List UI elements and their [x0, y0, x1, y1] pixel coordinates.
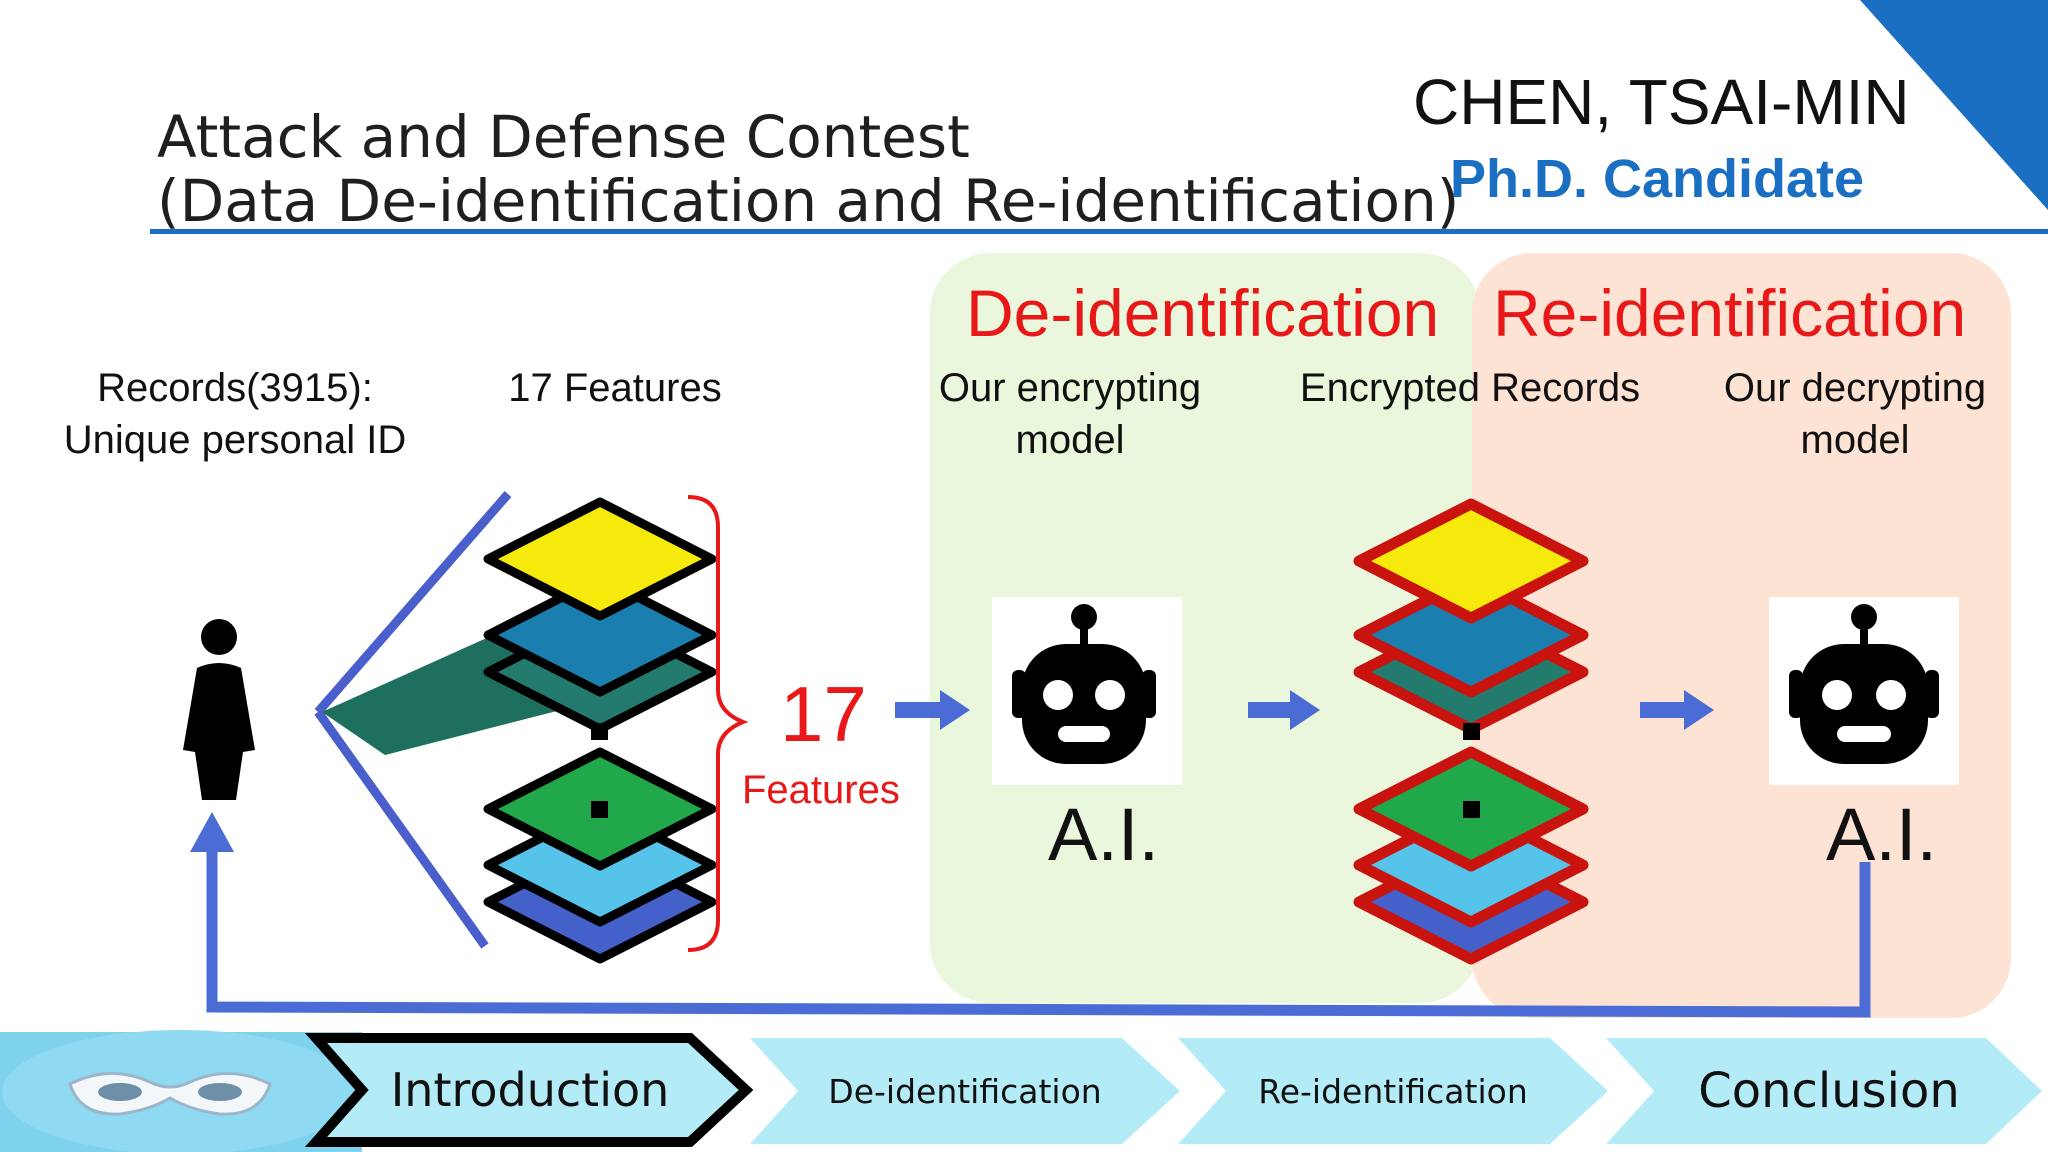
robot-icon [992, 597, 1182, 785]
ellipsis-dot [591, 801, 608, 818]
encrypted-layer-stack-icon [1353, 498, 1589, 735]
features-count-number: 17 [780, 670, 867, 758]
encrypting-model-label: Our encrypting model [900, 362, 1240, 466]
layer-stack-icon [483, 497, 717, 734]
nav-label-conclusion: Conclusion [1698, 1063, 1960, 1119]
person-icon [183, 619, 255, 800]
arrow-right-icon [1640, 690, 1714, 730]
features-count-word: Features [742, 768, 900, 812]
nav-item-reidentification[interactable]: Re-identification [1178, 1038, 1608, 1144]
decrypting-model-line2: model [1800, 418, 1910, 462]
layer-stack-icon [483, 747, 717, 964]
corner-decoration [1860, 0, 2048, 210]
nav-label-introduction: Introduction [390, 1063, 670, 1117]
reid-heading: Re-identification [1493, 276, 1967, 350]
title-underline [150, 229, 2048, 234]
ellipsis-dot [1463, 723, 1480, 740]
curly-brace [687, 495, 749, 952]
arrow-right-icon [1248, 690, 1320, 730]
nav-bar: Introduction De-identification Re-identi… [0, 1024, 2048, 1152]
encrypted-records-label: Encrypted Records [1299, 366, 1641, 410]
records-label: Records(3915): Unique personal ID [40, 362, 430, 466]
ellipsis-dot [1463, 801, 1480, 818]
nav-item-conclusion[interactable]: Conclusion [1606, 1038, 2042, 1144]
slide-title-line2: (Data De-identification and Re-identific… [157, 167, 1460, 235]
ai-encrypt-label: A.I. [1048, 793, 1160, 876]
encrypted-layer-stack-icon [1353, 746, 1589, 965]
robot-icon [1769, 597, 1959, 785]
nav-item-introduction[interactable]: Introduction [300, 1030, 760, 1150]
records-label-line2: Unique personal ID [63, 418, 407, 462]
arrow-right-icon [895, 690, 970, 730]
ai-decrypt-label: A.I. [1826, 793, 1938, 876]
nav-label-deidentification: De-identification [828, 1072, 1102, 1111]
nav-bar-graphics [0, 1030, 362, 1152]
fan-lines [314, 491, 512, 949]
ellipsis-dot [591, 723, 608, 740]
encrypting-model-line2: model [1015, 418, 1125, 462]
nav-item-deidentification[interactable]: De-identification [750, 1038, 1180, 1144]
author-name: CHEN, TSAI-MIN [1413, 66, 1910, 138]
nav-chevron [750, 1038, 1180, 1144]
decrypting-model-label: Our decrypting model [1690, 362, 2020, 466]
records-label-line1: Records(3915): [97, 366, 373, 410]
feedback-loop [190, 812, 1871, 1018]
nav-chevron [1178, 1038, 1608, 1144]
decrypting-model-line1: Our decrypting [1723, 366, 1987, 410]
slide-title-line1: Attack and Defense Contest [157, 103, 970, 171]
nav-chevron [1606, 1038, 2042, 1144]
nav-chevron-active [304, 1033, 754, 1147]
encrypting-model-line1: Our encrypting [938, 366, 1202, 410]
mask-icon [0, 1030, 362, 1152]
deid-heading: De-identification [966, 276, 1440, 350]
nav-label-reidentification: Re-identification [1258, 1072, 1528, 1111]
author-role: Ph.D. Candidate [1450, 149, 1865, 209]
features-label: 17 Features [508, 366, 722, 410]
